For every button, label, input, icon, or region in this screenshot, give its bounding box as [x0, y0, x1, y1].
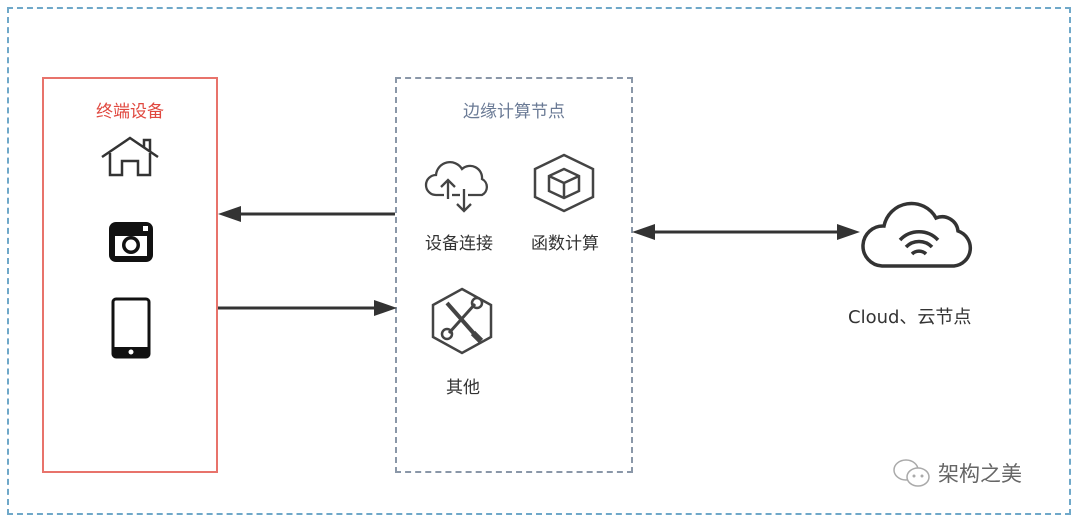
cloud-sync-icon [424, 160, 489, 213]
arrow-edge-cloud-bidirectional [632, 224, 860, 240]
camera-icon [109, 222, 153, 262]
watermark-text: 架构之美 [938, 462, 1022, 486]
cloud-node-label: Cloud、云节点 [848, 307, 972, 328]
edge-computing-group: 边缘计算节点 设备连接 函数计算 其他 [395, 77, 633, 473]
edge-computing-title: 边缘计算节点 [463, 102, 565, 122]
terminal-devices-group: 终端设备 [42, 77, 218, 473]
cube-icon [533, 153, 595, 213]
function-compute-label: 函数计算 [531, 234, 599, 254]
cloud-wifi-icon [861, 201, 973, 268]
arrow-edge-to-terminal [218, 206, 395, 222]
device-connect-label: 设备连接 [425, 234, 493, 254]
home-icon [101, 136, 159, 177]
phone-icon [111, 297, 151, 359]
watermark: 架构之美 [892, 458, 1022, 488]
outer-boundary [7, 7, 1071, 515]
other-label: 其他 [446, 378, 480, 398]
terminal-devices-title: 终端设备 [96, 102, 164, 122]
arrow-terminal-to-edge [218, 300, 397, 316]
wechat-icon [893, 459, 930, 487]
tools-icon [431, 287, 493, 355]
